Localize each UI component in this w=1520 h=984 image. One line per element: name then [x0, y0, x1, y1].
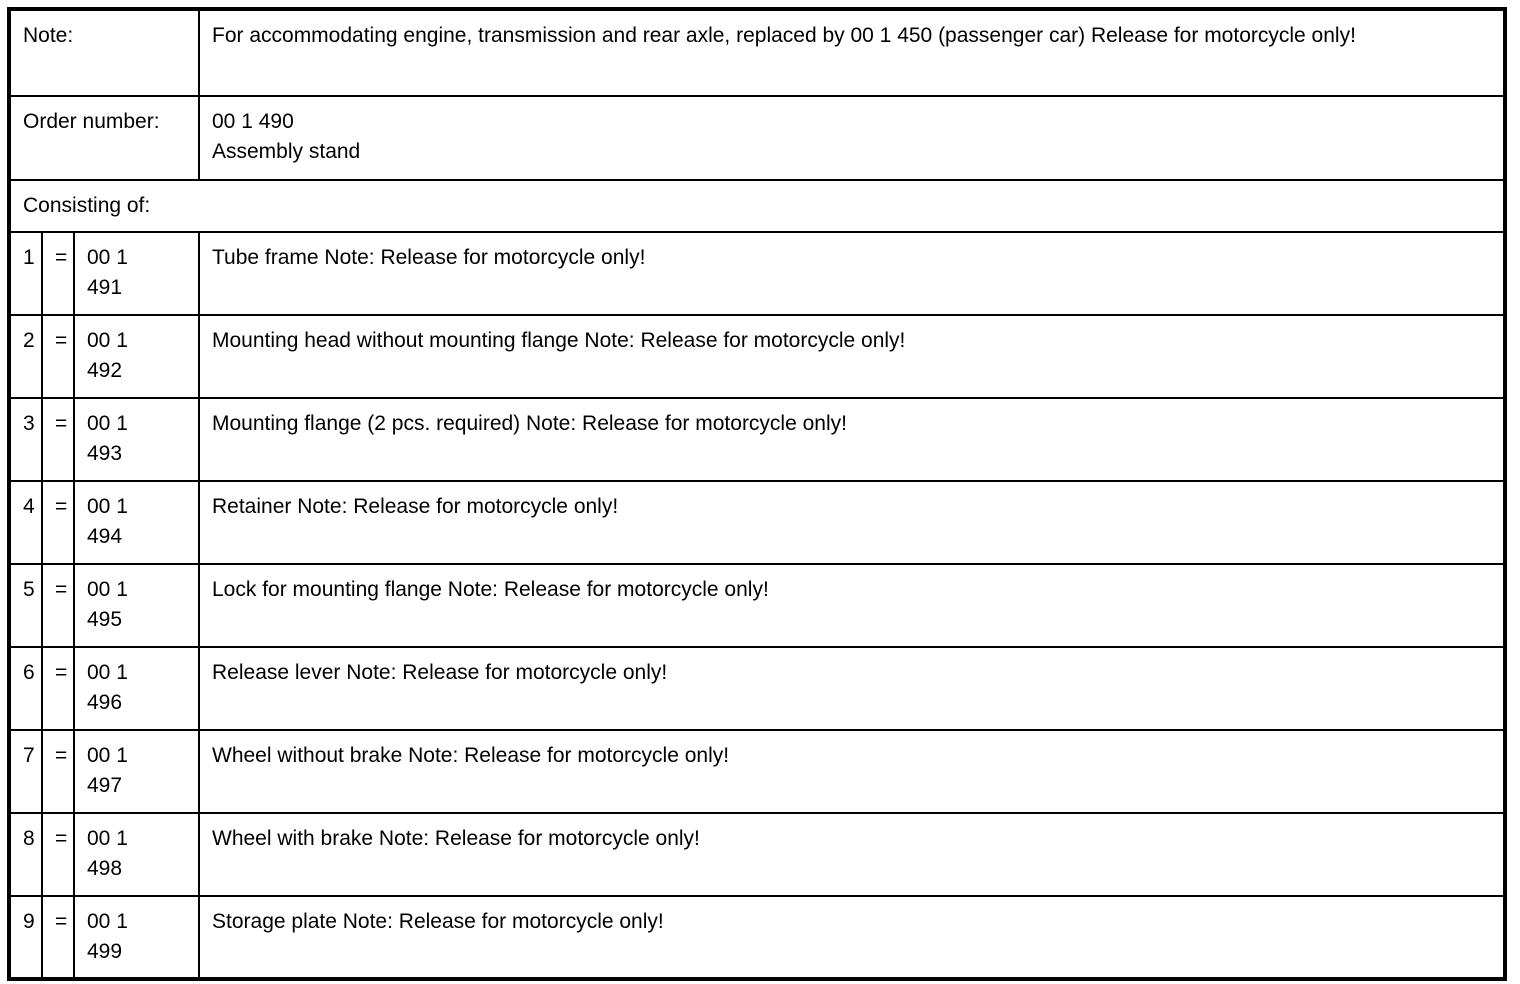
item-position-cell: 3	[8, 397, 43, 482]
item-row: 9 = 00 1 499 Storage plate Note: Release…	[8, 895, 1506, 980]
item-code-cell: 00 1 492	[73, 314, 200, 399]
item-code-line2: 491	[87, 275, 123, 299]
item-code-cell: 00 1 493	[73, 397, 200, 482]
item-code-line2: 496	[87, 690, 123, 714]
item-equals-cell: =	[41, 314, 75, 399]
consisting-row: Consisting of:	[8, 179, 1506, 233]
order-row: Order number: 00 1 490 Assembly stand	[8, 95, 1506, 181]
order-product-name: Assembly stand	[212, 139, 361, 163]
item-code-line2: 498	[87, 856, 123, 880]
item-code-cell: 00 1 496	[73, 646, 200, 731]
item-equals-cell: =	[41, 812, 75, 897]
item-code-line2: 493	[87, 441, 123, 465]
item-code-line1: 00 1	[87, 827, 128, 850]
item-row: 1 = 00 1 491 Tube frame Note: Release fo…	[8, 231, 1506, 316]
note-text: For accommodating engine, transmission a…	[212, 24, 1356, 47]
item-code-line1: 00 1	[87, 412, 128, 435]
item-equals-cell: =	[41, 895, 75, 980]
item-row: 7 = 00 1 497 Wheel without brake Note: R…	[8, 729, 1506, 814]
item-equals-cell: =	[41, 480, 75, 565]
item-position-cell: 9	[8, 895, 43, 980]
item-code-line1: 00 1	[87, 661, 128, 684]
parts-table: Note: For accommodating engine, transmis…	[7, 7, 1507, 981]
item-code-cell: 00 1 499	[73, 895, 200, 980]
item-code-line2: 495	[87, 607, 123, 631]
item-code-line1: 00 1	[87, 578, 128, 601]
item-position-cell: 4	[8, 480, 43, 565]
item-description-cell: Mounting head without mounting flange No…	[198, 314, 1506, 399]
item-description-cell: Wheel with brake Note: Release for motor…	[198, 812, 1506, 897]
item-row: 8 = 00 1 498 Wheel with brake Note: Rele…	[8, 812, 1506, 897]
item-code-cell: 00 1 491	[73, 231, 200, 316]
item-equals-cell: =	[41, 563, 75, 648]
item-code-line1: 00 1	[87, 744, 128, 767]
order-value-cell: 00 1 490 Assembly stand	[198, 95, 1506, 181]
item-code-line1: 00 1	[87, 495, 128, 518]
item-position-cell: 5	[8, 563, 43, 648]
item-code-line1: 00 1	[87, 246, 128, 269]
item-code-line1: 00 1	[87, 329, 128, 352]
note-label-cell: Note:	[8, 8, 200, 97]
item-equals-cell: =	[41, 231, 75, 316]
item-row: 4 = 00 1 494 Retainer Note: Release for …	[8, 480, 1506, 565]
item-equals-cell: =	[41, 729, 75, 814]
item-position-cell: 8	[8, 812, 43, 897]
order-number: 00 1 490	[212, 110, 294, 133]
item-position-cell: 7	[8, 729, 43, 814]
item-row: 5 = 00 1 495 Lock for mounting flange No…	[8, 563, 1506, 648]
item-code-cell: 00 1 494	[73, 480, 200, 565]
item-equals-cell: =	[41, 646, 75, 731]
item-position-cell: 2	[8, 314, 43, 399]
consisting-label-cell: Consisting of:	[8, 179, 1506, 233]
item-code-cell: 00 1 495	[73, 563, 200, 648]
item-description-cell: Lock for mounting flange Note: Release f…	[198, 563, 1506, 648]
item-code-line2: 499	[87, 939, 123, 963]
item-code-line2: 497	[87, 773, 123, 797]
note-row: Note: For accommodating engine, transmis…	[8, 8, 1506, 97]
item-description-cell: Storage plate Note: Release for motorcyc…	[198, 895, 1506, 980]
item-position-cell: 6	[8, 646, 43, 731]
item-code-line1: 00 1	[87, 910, 128, 933]
item-position-cell: 1	[8, 231, 43, 316]
item-equals-cell: =	[41, 397, 75, 482]
item-code-cell: 00 1 497	[73, 729, 200, 814]
item-description-cell: Mounting flange (2 pcs. required) Note: …	[198, 397, 1506, 482]
note-text-cell: For accommodating engine, transmission a…	[198, 8, 1506, 97]
item-description-cell: Retainer Note: Release for motorcycle on…	[198, 480, 1506, 565]
item-description-cell: Tube frame Note: Release for motorcycle …	[198, 231, 1506, 316]
item-row: 6 = 00 1 496 Release lever Note: Release…	[8, 646, 1506, 731]
item-code-line2: 492	[87, 358, 123, 382]
item-row: 2 = 00 1 492 Mounting head without mount…	[8, 314, 1506, 399]
item-description-cell: Release lever Note: Release for motorcyc…	[198, 646, 1506, 731]
item-row: 3 = 00 1 493 Mounting flange (2 pcs. req…	[8, 397, 1506, 482]
order-label-cell: Order number:	[8, 95, 200, 181]
item-description-cell: Wheel without brake Note: Release for mo…	[198, 729, 1506, 814]
item-code-cell: 00 1 498	[73, 812, 200, 897]
item-code-line2: 494	[87, 524, 123, 548]
